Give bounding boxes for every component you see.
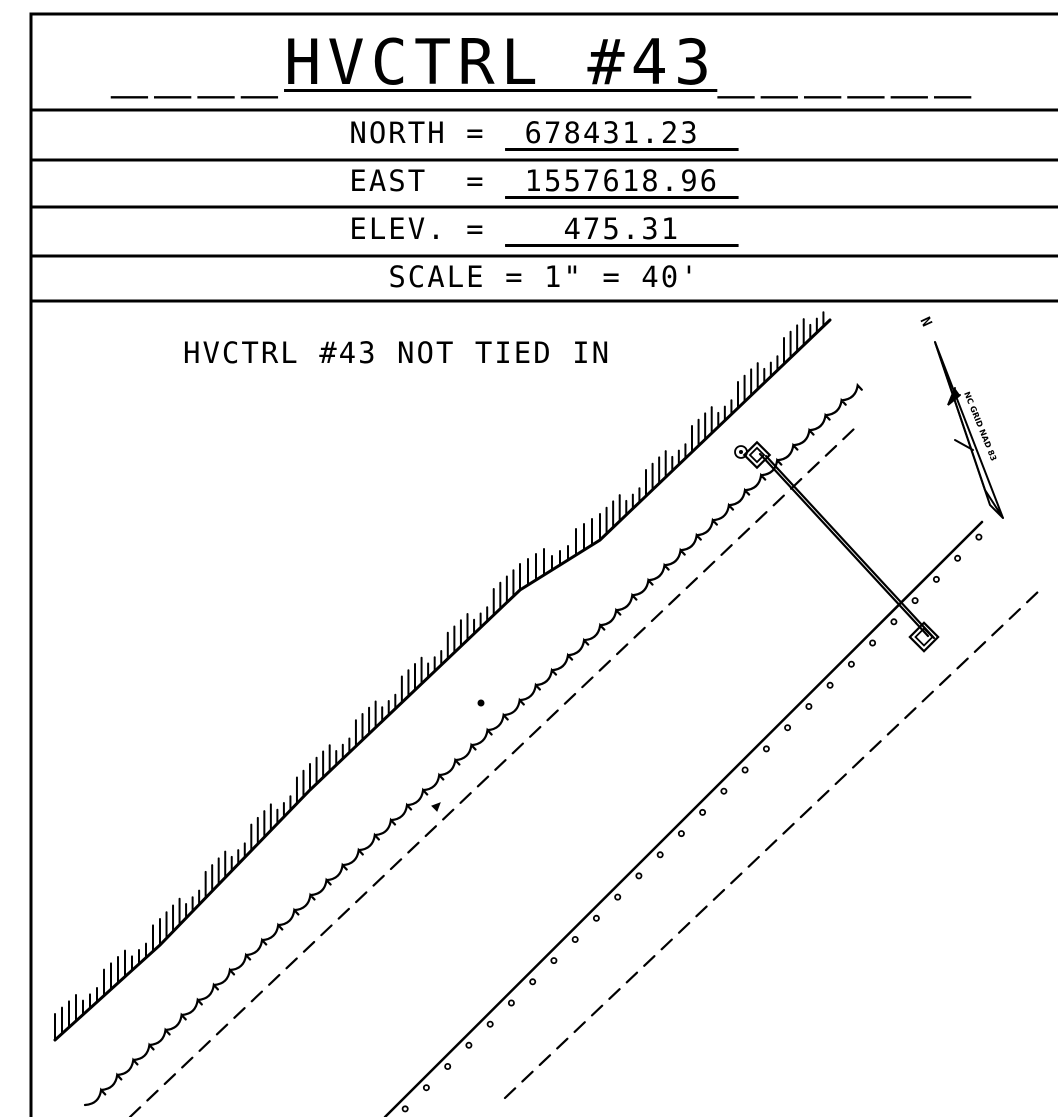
- pole-icon: [784, 724, 792, 732]
- east-label: EAST =: [349, 164, 506, 198]
- elev-label: ELEV. =: [349, 212, 506, 246]
- pole-icon: [826, 681, 834, 689]
- north-label: NORTH =: [349, 116, 506, 150]
- pole-icon: [614, 893, 622, 901]
- triangle-marker-icon: [431, 802, 441, 812]
- north-arrow-label: N: [916, 315, 934, 329]
- east-row: EAST = _1557618.96_: [30, 164, 1058, 198]
- pole-icon: [741, 766, 749, 774]
- pole-icon: [486, 1020, 494, 1028]
- pole-icon: [890, 618, 898, 626]
- tie-line: [758, 452, 936, 640]
- pole-icon: [571, 936, 579, 944]
- north-arrow-icon: [934, 341, 1004, 519]
- tree-line: [83, 382, 863, 1107]
- elev-value: ___475.31___: [505, 212, 739, 246]
- pole-line: [383, 520, 984, 1117]
- control-monument-icon: [734, 440, 772, 470]
- station-name: HVCTRL #43: [284, 26, 718, 99]
- plan-note: HVCTRL #43 NOT TIED IN: [183, 336, 612, 370]
- pole-icon: [592, 914, 600, 922]
- pole-icon: [656, 851, 664, 859]
- pole-icon: [529, 978, 537, 986]
- pole-icon: [762, 745, 770, 753]
- pole-icon: [550, 957, 558, 965]
- east-value: _1557618.96_: [505, 164, 739, 198]
- pole-icon: [805, 703, 813, 711]
- pole-icon: [444, 1063, 452, 1071]
- pole-icon: [932, 575, 940, 583]
- north-row: NORTH = _678431.23__: [30, 116, 1058, 150]
- control-monument-icon: [908, 621, 940, 653]
- scale-text: SCALE = 1" = 40': [388, 260, 700, 294]
- pole-icon: [847, 660, 855, 668]
- pole-icon: [401, 1105, 409, 1113]
- elev-row: ELEV. = ___475.31___: [30, 212, 1058, 246]
- pole-markers: [401, 533, 983, 1113]
- pole-icon: [699, 808, 707, 816]
- outer-border: [29, 12, 1058, 1117]
- pole-icon: [677, 830, 685, 838]
- pole-icon: [869, 639, 877, 647]
- pole-icon: [465, 1041, 473, 1049]
- north-value: _678431.23__: [505, 116, 739, 150]
- station-title: ____HVCTRL #43______: [110, 26, 978, 99]
- point-marker-icon: [477, 699, 485, 707]
- pole-icon: [720, 787, 728, 795]
- pole-icon: [635, 872, 643, 880]
- scale-row: SCALE = 1" = 40': [30, 260, 1058, 294]
- bank-slope: [53, 311, 832, 1042]
- pole-icon: [422, 1084, 430, 1092]
- pole-icon: [507, 999, 515, 1007]
- pole-icon: [975, 533, 983, 541]
- dashed-edge-right: [503, 588, 1042, 1100]
- pole-icon: [954, 554, 962, 562]
- pole-icon: [911, 597, 919, 605]
